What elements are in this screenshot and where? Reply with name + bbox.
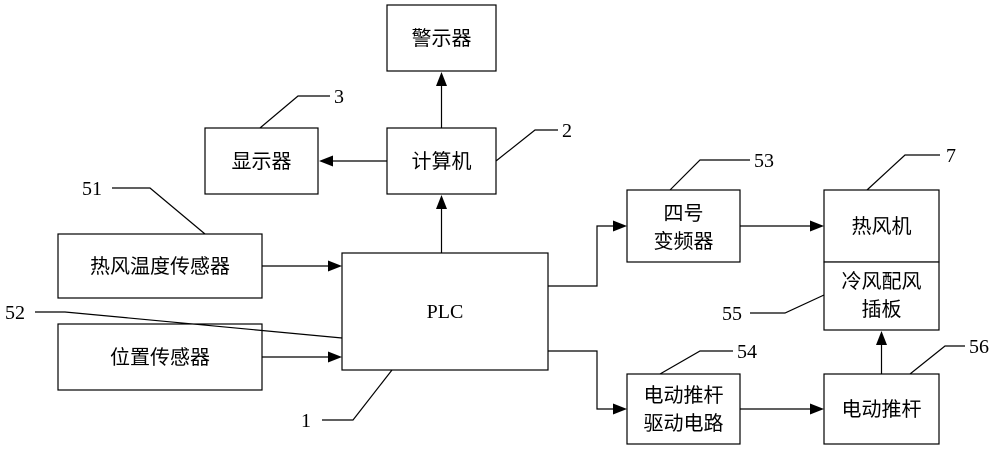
ref-number-56: 56 — [969, 336, 989, 358]
arrowhead-computer — [436, 195, 447, 209]
leader-56 — [909, 345, 965, 375]
arrowhead-plate — [876, 331, 887, 345]
electric-actuator-label: 电动推杆 — [842, 398, 922, 421]
leader-3 — [259, 95, 330, 129]
ref-number-1: 1 — [301, 410, 311, 432]
leader-7 — [866, 154, 940, 191]
leader-51 — [112, 187, 206, 235]
arrow-plc-to-driver — [548, 350, 615, 410]
actuator-driver-label-line1: 电动推杆 — [644, 384, 724, 407]
plc-box — [341, 252, 549, 371]
leader-52 — [35, 311, 343, 339]
leader-2 — [495, 129, 558, 162]
ref-number-53: 53 — [754, 150, 774, 172]
actuator-driver-label-line2: 驱动电路 — [644, 412, 724, 435]
alarm-label: 警示器 — [412, 27, 472, 50]
arrowhead-plc-bottom — [328, 351, 342, 363]
ref-number-2: 2 — [562, 120, 572, 142]
inverter-label-line2: 变频器 — [654, 230, 714, 253]
leader-54 — [659, 350, 733, 375]
inverter-box — [626, 189, 741, 263]
leader-53 — [669, 159, 750, 191]
cold-air-plate-label-line1: 冷风配风 — [842, 270, 922, 293]
inverter-label-line1: 四号 — [664, 203, 704, 225]
arrow-plc-to-inverter — [548, 225, 615, 287]
position-sensor-box — [57, 323, 263, 391]
arrowhead-alarm — [436, 72, 447, 86]
ref-number-3: 3 — [334, 86, 344, 108]
arrowhead-display — [319, 155, 333, 167]
ref-number-55: 55 — [722, 303, 742, 325]
arrowhead-inverter — [613, 220, 627, 232]
arrowhead-plc-top — [328, 260, 342, 272]
arrowhead-heater — [810, 220, 824, 232]
temp-sensor-box — [57, 233, 263, 299]
arrowhead-actuator — [810, 403, 824, 415]
temp-sensor-label: 热风温度传感器 — [90, 255, 230, 278]
ref-number-7: 7 — [946, 145, 956, 167]
ref-number-52: 52 — [5, 302, 25, 324]
leader-1 — [322, 369, 393, 421]
display-box — [204, 127, 319, 195]
ref-number-54: 54 — [737, 341, 757, 363]
computer-label: 计算机 — [412, 150, 472, 173]
heater-label: 热风机 — [852, 215, 912, 238]
arrowhead-driver — [613, 403, 627, 415]
display-label: 显示器 — [232, 151, 292, 173]
leader-55 — [750, 294, 825, 314]
position-sensor-label: 位置传感器 — [110, 346, 210, 369]
alarm-box — [386, 4, 497, 72]
electric-actuator-box — [823, 373, 940, 445]
plc-label: PLC — [427, 301, 464, 323]
actuator-driver-box — [626, 373, 741, 445]
ref-number-51: 51 — [82, 178, 102, 200]
cold-air-plate-label-line2: 插板 — [862, 298, 902, 321]
cold-air-plate-box — [823, 261, 940, 331]
